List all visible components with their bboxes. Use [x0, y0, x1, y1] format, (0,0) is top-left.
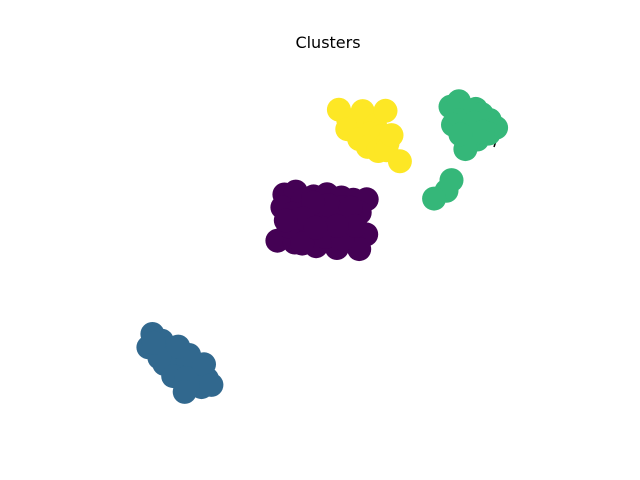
cluster-0: [265, 179, 379, 262]
data-point: [166, 334, 191, 359]
data-point: [422, 186, 447, 211]
data-point: [273, 208, 298, 233]
data-point: [141, 330, 166, 355]
cluster-3: [326, 97, 412, 174]
data-point: [470, 119, 495, 144]
data-point: [172, 379, 197, 404]
data-point: [379, 123, 404, 148]
data-point: [338, 195, 363, 220]
cluster-1: [136, 322, 224, 404]
data-point: [324, 213, 349, 238]
data-point: [343, 213, 368, 238]
cluster-2: [422, 89, 509, 211]
chart-title: Clusters: [295, 33, 361, 52]
data-point: [199, 372, 224, 397]
data-point: [290, 231, 315, 256]
data-point: [387, 149, 412, 174]
data-point: [448, 122, 473, 147]
data-point: [192, 352, 216, 377]
data-point: [373, 98, 398, 123]
data-point: [303, 215, 328, 240]
